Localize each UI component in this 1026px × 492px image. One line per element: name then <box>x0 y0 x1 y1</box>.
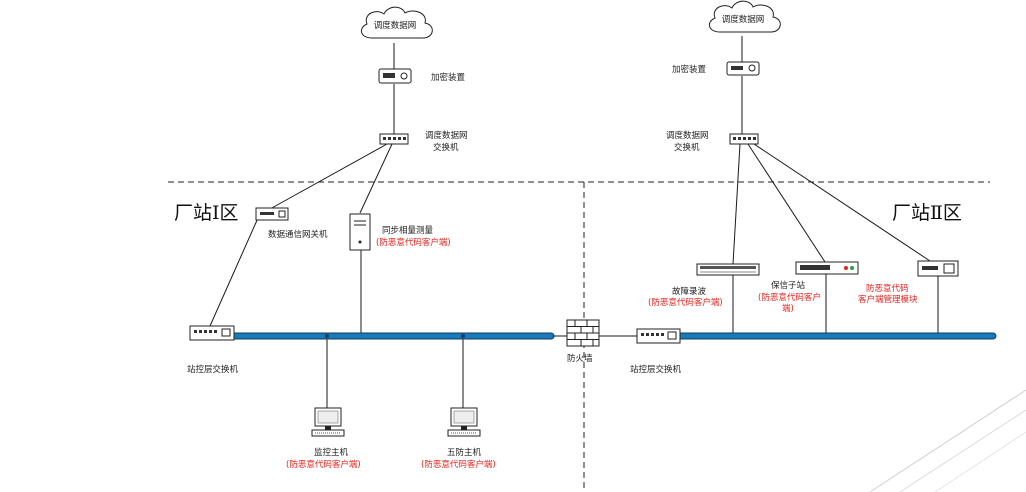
av-manager-note-line1: 防恶意代码 <box>866 283 909 294</box>
encryption-device-icon <box>726 61 760 76</box>
av-manager-note-line2: 客户端管理模块 <box>858 294 918 305</box>
link-switch-pmu <box>359 143 393 214</box>
encryption-device-icon <box>378 68 412 84</box>
station-switch-label-right: 站控层交换机 <box>630 364 682 375</box>
station-switch-left-icon <box>189 325 235 341</box>
dispatch-switch-label-right-line2: 交换机 <box>674 142 700 153</box>
relay-substation-note-line2: 端) <box>782 303 794 314</box>
monitor-icon <box>311 407 345 437</box>
fault-recorder-note: (防恶意代码客户端) <box>648 297 723 308</box>
gateway-label: 数据通信网关机 <box>268 229 328 240</box>
zone-label-left: 厂站Ⅰ区 <box>174 202 239 224</box>
corner-decoration <box>869 389 1026 492</box>
pmu-label: 同步相量测量 <box>382 225 434 236</box>
station-switch-label-left: 站控层交换机 <box>187 364 239 375</box>
cloud-icon <box>360 6 433 39</box>
firewall-icon <box>566 319 600 347</box>
firewall-label: 防火墙 <box>567 353 593 364</box>
cloud-label-right: 调度数据网 <box>722 14 765 25</box>
cloud-icon <box>708 0 781 33</box>
encrypt-label-left: 加密装置 <box>431 72 466 83</box>
wufang-host-label: 五防主机 <box>447 447 482 458</box>
monitor-host-label: 监控主机 <box>314 447 349 458</box>
left-station-bus <box>230 332 555 340</box>
rack-device-icon <box>696 263 760 276</box>
dispatch-switch-label-left-line2: 交换机 <box>433 142 459 153</box>
dispatch-switch-label-left-line1: 调度数据网 <box>425 130 468 141</box>
link-switch-av-manager <box>753 143 931 262</box>
encrypt-label-right: 加密装置 <box>672 64 707 75</box>
dispatch-switch-label-right-line1: 调度数据网 <box>666 130 709 141</box>
rack-device-icon <box>917 260 959 277</box>
relay-substation-note-line1: (防恶意代码客户 <box>758 292 821 303</box>
wufang-host-note: (防恶意代码客户端) <box>421 459 496 470</box>
pmu-note: (防恶意代码客户端) <box>376 237 451 248</box>
network-switch-icon <box>729 133 759 145</box>
link-switch-gateway <box>269 143 388 210</box>
server-tower-icon <box>349 213 371 251</box>
link-gateway-station-switch <box>209 217 259 327</box>
gateway-icon <box>255 207 289 221</box>
link-switch-relay-substation <box>747 143 826 263</box>
link-switch-fault-recorder <box>732 143 741 265</box>
monitor-host-note: (防恶意代码客户端) <box>286 459 361 470</box>
cloud-label-left: 调度数据网 <box>374 20 417 31</box>
monitor-icon <box>447 407 481 437</box>
network-switch-icon <box>379 133 409 145</box>
station-switch-right-icon <box>636 328 681 344</box>
fault-recorder-label: 故障录波 <box>672 286 707 297</box>
zone-label-right: 厂站Ⅱ区 <box>892 202 962 224</box>
relay-substation-label: 保信子站 <box>771 280 806 291</box>
rack-device-icon <box>795 261 859 275</box>
